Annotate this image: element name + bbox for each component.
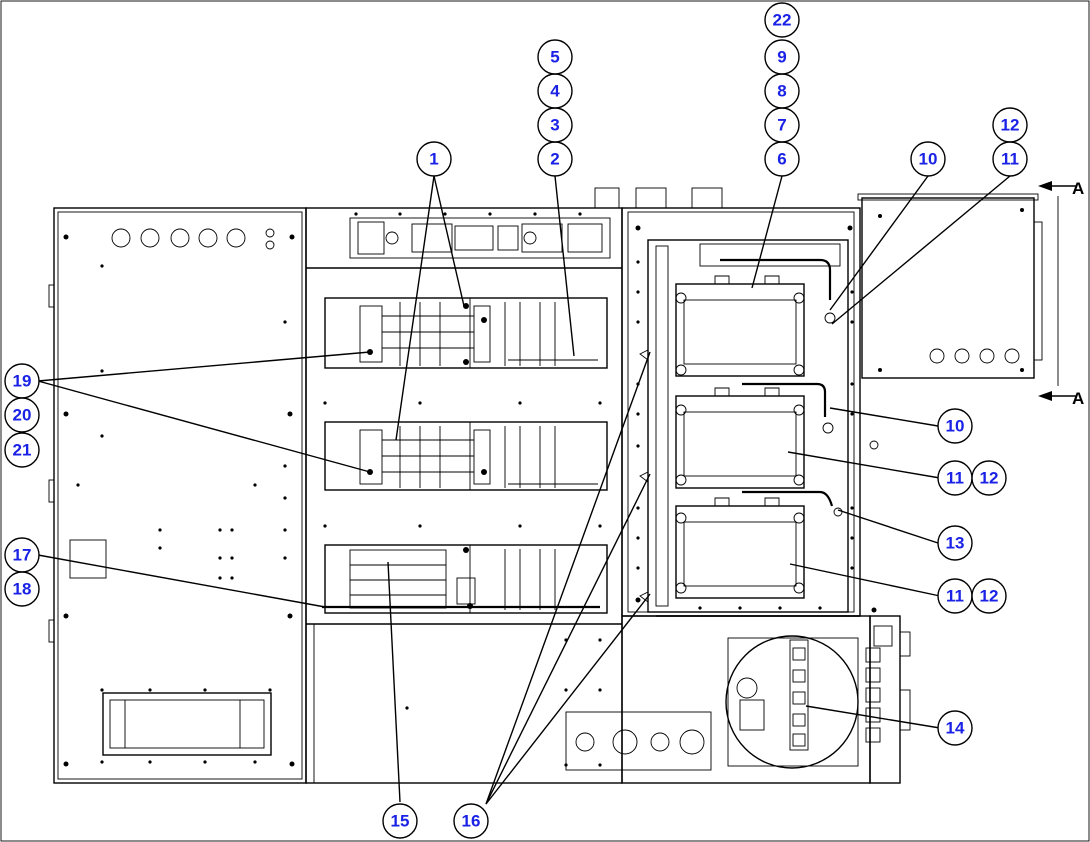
svg-text:18: 18 (13, 580, 32, 599)
svg-text:21: 21 (13, 441, 32, 460)
callout-20: 20 (4, 397, 40, 433)
svg-text:1: 1 (429, 150, 438, 169)
svg-text:19: 19 (13, 372, 32, 391)
callout-15: 15 (382, 803, 418, 839)
svg-text:13: 13 (946, 534, 965, 553)
svg-text:15: 15 (391, 812, 410, 831)
svg-text:10: 10 (919, 150, 938, 169)
side-junction-box (857, 193, 1043, 379)
svg-text:8: 8 (777, 82, 786, 101)
svg-text:14: 14 (946, 719, 965, 738)
right-bay (621, 207, 879, 617)
left-door-panel (48, 207, 307, 784)
callout-18: 18 (4, 571, 40, 607)
callout-11-top: 11 (992, 141, 1028, 177)
module-row-1 (324, 297, 608, 369)
callout-9: 9 (764, 39, 800, 75)
leader-lines (37, 175, 1011, 805)
module-row-3 (322, 544, 608, 614)
callout-21: 21 (4, 432, 40, 468)
callout-11-low: 11 (937, 578, 973, 614)
callout-14: 14 (937, 710, 973, 746)
callout-11-mid: 11 (937, 460, 973, 496)
callout-13: 13 (937, 525, 973, 561)
callout-16: 16 (453, 803, 489, 839)
igbt-module-middle (675, 382, 827, 489)
callout-2: 2 (537, 141, 573, 177)
callout-12-low: 12 (971, 578, 1007, 614)
svg-text:5: 5 (550, 48, 559, 67)
callout-22: 22 (764, 2, 800, 38)
svg-text:12: 12 (980, 469, 999, 488)
svg-text:12: 12 (980, 587, 999, 606)
view-marker-a: A A (1038, 179, 1084, 408)
callout-1: 1 (416, 141, 452, 177)
callout-10-top: 10 (910, 141, 946, 177)
callout-7: 7 (764, 107, 800, 143)
svg-text:4: 4 (550, 82, 560, 101)
igbt-module-top (675, 258, 832, 377)
svg-text:9: 9 (777, 48, 786, 67)
svg-text:6: 6 (777, 150, 786, 169)
svg-text:11: 11 (946, 469, 964, 488)
svg-text:7: 7 (777, 116, 786, 135)
svg-text:12: 12 (1001, 116, 1020, 135)
callout-4: 4 (537, 73, 573, 109)
svg-text:11: 11 (946, 587, 964, 606)
svg-text:20: 20 (13, 406, 32, 425)
svg-text:16: 16 (462, 812, 481, 831)
svg-text:10: 10 (946, 417, 965, 436)
callout-17: 17 (4, 537, 40, 573)
svg-text:2: 2 (550, 150, 559, 169)
svg-text:17: 17 (13, 546, 32, 565)
igbt-module-bottom (675, 490, 834, 599)
svg-text:3: 3 (550, 116, 559, 135)
view-label-bottom: A (1072, 389, 1084, 408)
callout-6: 6 (764, 141, 800, 177)
callout-5: 5 (537, 39, 573, 75)
callout-3: 3 (537, 107, 573, 143)
svg-text:22: 22 (773, 11, 792, 30)
center-bay (305, 187, 723, 784)
callout-12-top: 12 (992, 107, 1028, 143)
module-row-2 (324, 421, 608, 491)
view-label-top: A (1072, 179, 1084, 198)
breaker-bay (621, 615, 911, 784)
callout-12-mid: 12 (971, 460, 1007, 496)
callout-19: 19 (4, 363, 40, 399)
svg-text:11: 11 (1001, 150, 1019, 169)
callout-10-mid: 10 (937, 408, 973, 444)
callout-8: 8 (764, 73, 800, 109)
